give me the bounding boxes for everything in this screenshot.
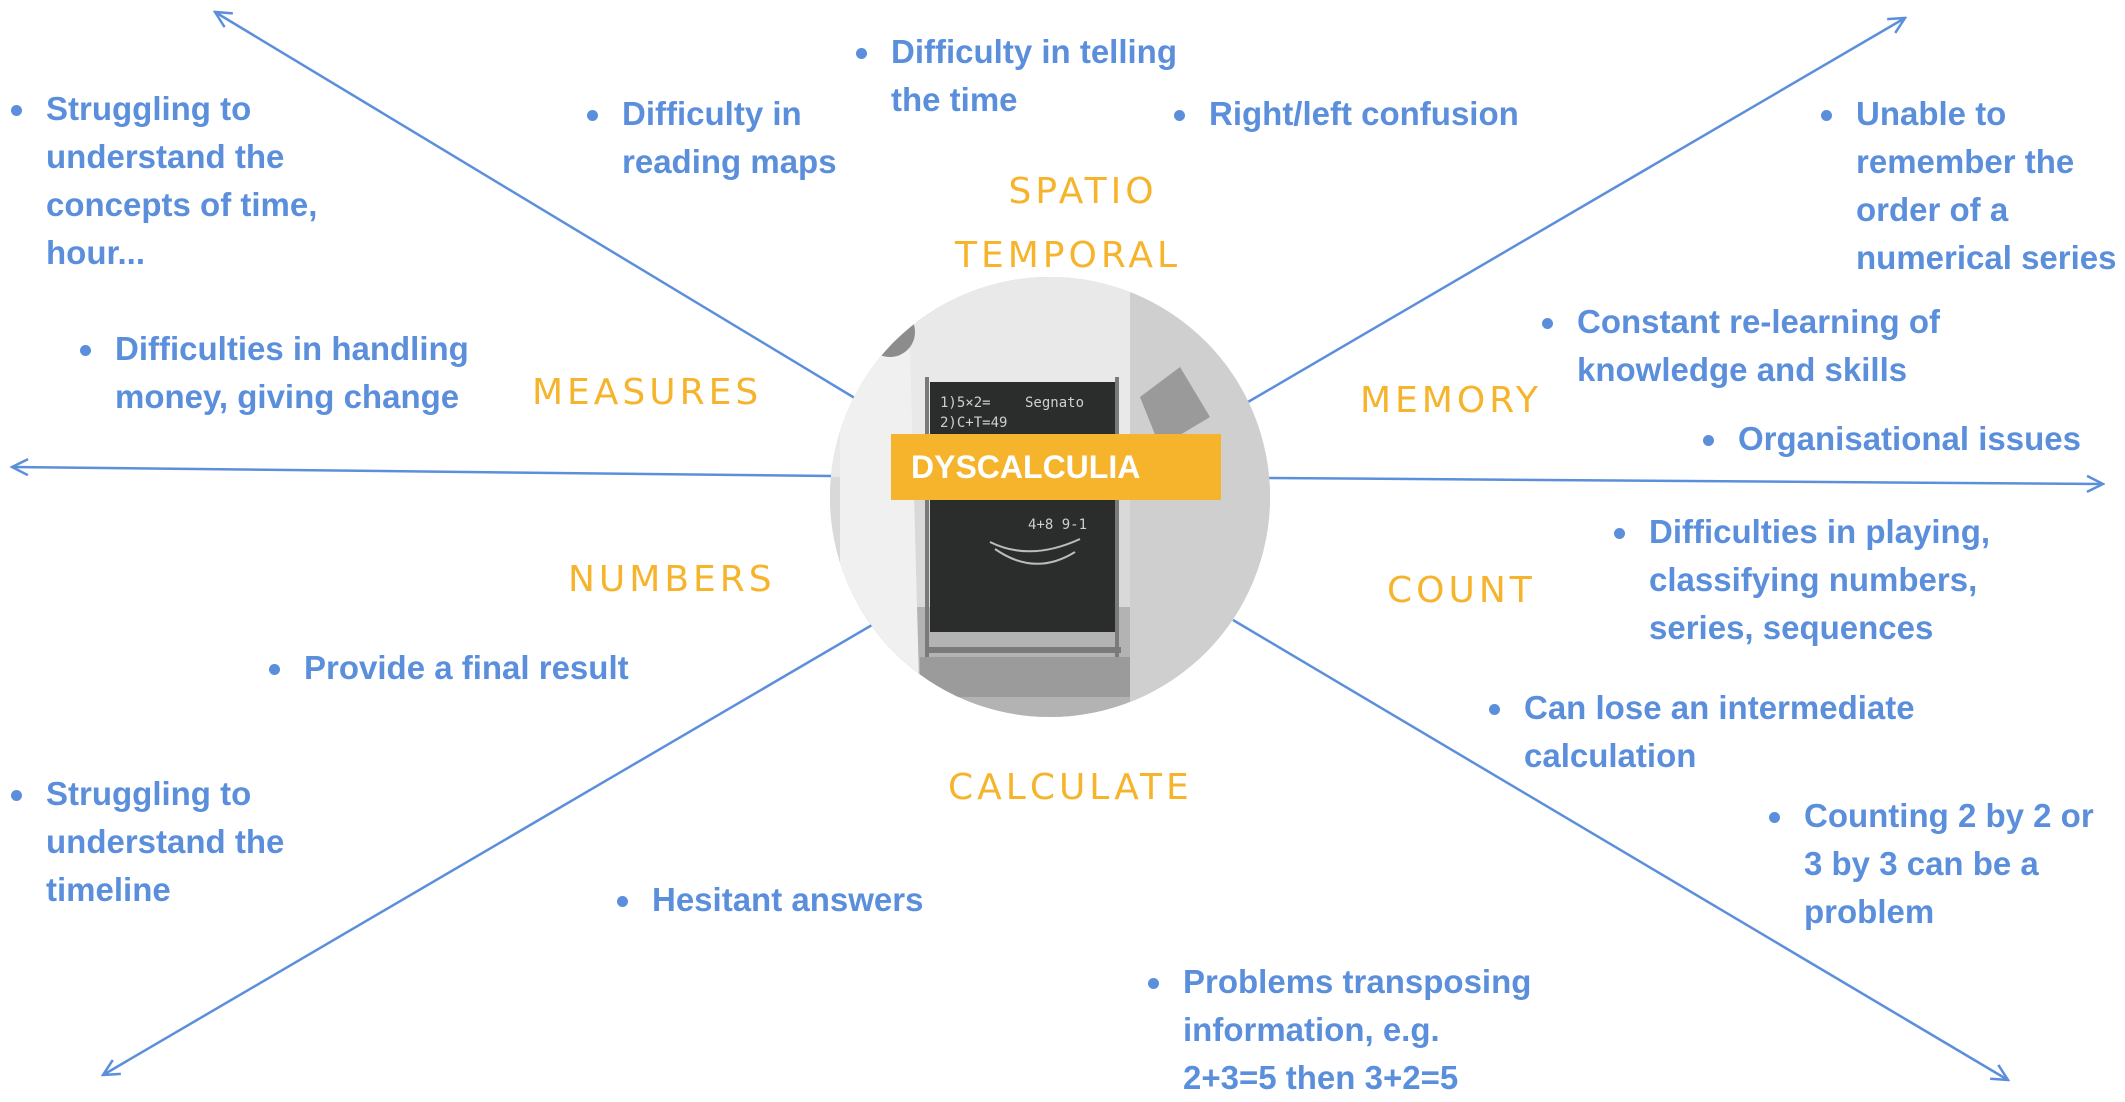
arrow-lower-left xyxy=(103,623,873,1075)
note-telling-time: Difficulty in telling the time xyxy=(856,28,1177,124)
note-transposing: Problems transposing information, e.g. 2… xyxy=(1148,958,1531,1102)
category-calculate: CALCULATE xyxy=(948,767,1193,808)
note-counting-by: Counting 2 by 2 or 3 by 3 can be a probl… xyxy=(1769,792,2094,936)
note-reading-maps: Difficulty in reading maps xyxy=(587,90,837,186)
category-count: COUNT xyxy=(1387,570,1536,611)
bullet-dot xyxy=(11,105,22,116)
arrow-lower-right xyxy=(1232,618,2008,1080)
bullet-dot xyxy=(1148,978,1159,989)
note-timeline: Struggling to understand the timeline xyxy=(11,770,284,914)
category-spatio: SPATIO xyxy=(1008,171,1158,212)
note-handling-money: Difficulties in handling money, giving c… xyxy=(80,325,469,421)
arrow-upper-right xyxy=(1247,18,1905,404)
bullet-dot xyxy=(1769,812,1780,823)
chalk-line-1: 1)5×2= xyxy=(940,395,991,411)
bullet-dot xyxy=(1703,435,1714,446)
bullet-dot xyxy=(1614,528,1625,539)
bullet-dot xyxy=(11,790,22,801)
bullet-dot xyxy=(269,664,280,675)
category-memory: MEMORY xyxy=(1360,380,1542,421)
adult-arm xyxy=(1140,367,1210,447)
bullet-dot xyxy=(1489,704,1500,715)
central-title: DYSCALCULIA xyxy=(891,434,1221,500)
note-organisational: Organisational issues xyxy=(1703,415,2081,463)
chalkboard xyxy=(930,382,1115,632)
arrow-upper-left xyxy=(215,12,859,402)
note-right-left: Right/left confusion xyxy=(1174,90,1519,138)
note-struggling-time: Struggling to understand the concepts of… xyxy=(11,85,317,277)
bullet-dot xyxy=(1542,318,1553,329)
bullet-dot xyxy=(856,48,867,59)
note-relearning: Constant re-learning of knowledge and sk… xyxy=(1542,298,1940,394)
bullet-dot xyxy=(1174,110,1185,121)
chalk-line-3: Segnato xyxy=(1025,395,1084,411)
note-hesitant: Hesitant answers xyxy=(617,876,923,924)
bullet-dot xyxy=(80,345,91,356)
bullet-dot xyxy=(587,110,598,121)
bullet-dot xyxy=(1821,110,1832,121)
category-measures: MEASURES xyxy=(532,372,763,413)
note-playing-classifying: Difficulties in playing, classifying num… xyxy=(1614,508,1990,652)
note-numerical-series: Unable to remember the order of a numeri… xyxy=(1821,90,2117,282)
chalk-line-2: 2)C+T=49 xyxy=(940,415,1007,431)
note-intermediate-calc: Can lose an intermediate calculation xyxy=(1489,684,1915,780)
category-numbers: NUMBERS xyxy=(568,559,776,600)
category-temporal: TEMPORAL xyxy=(955,235,1182,276)
chalk-line-4: 4+8 9-1 xyxy=(1028,517,1087,533)
note-final-result: Provide a final result xyxy=(269,644,629,692)
bullet-dot xyxy=(617,896,628,907)
arrow-right xyxy=(1267,478,2103,484)
category-spatio-temporal: SPATIO TEMPORAL xyxy=(955,160,1181,288)
central-title-text: DYSCALCULIA xyxy=(911,448,1141,485)
arrow-left xyxy=(12,467,833,478)
